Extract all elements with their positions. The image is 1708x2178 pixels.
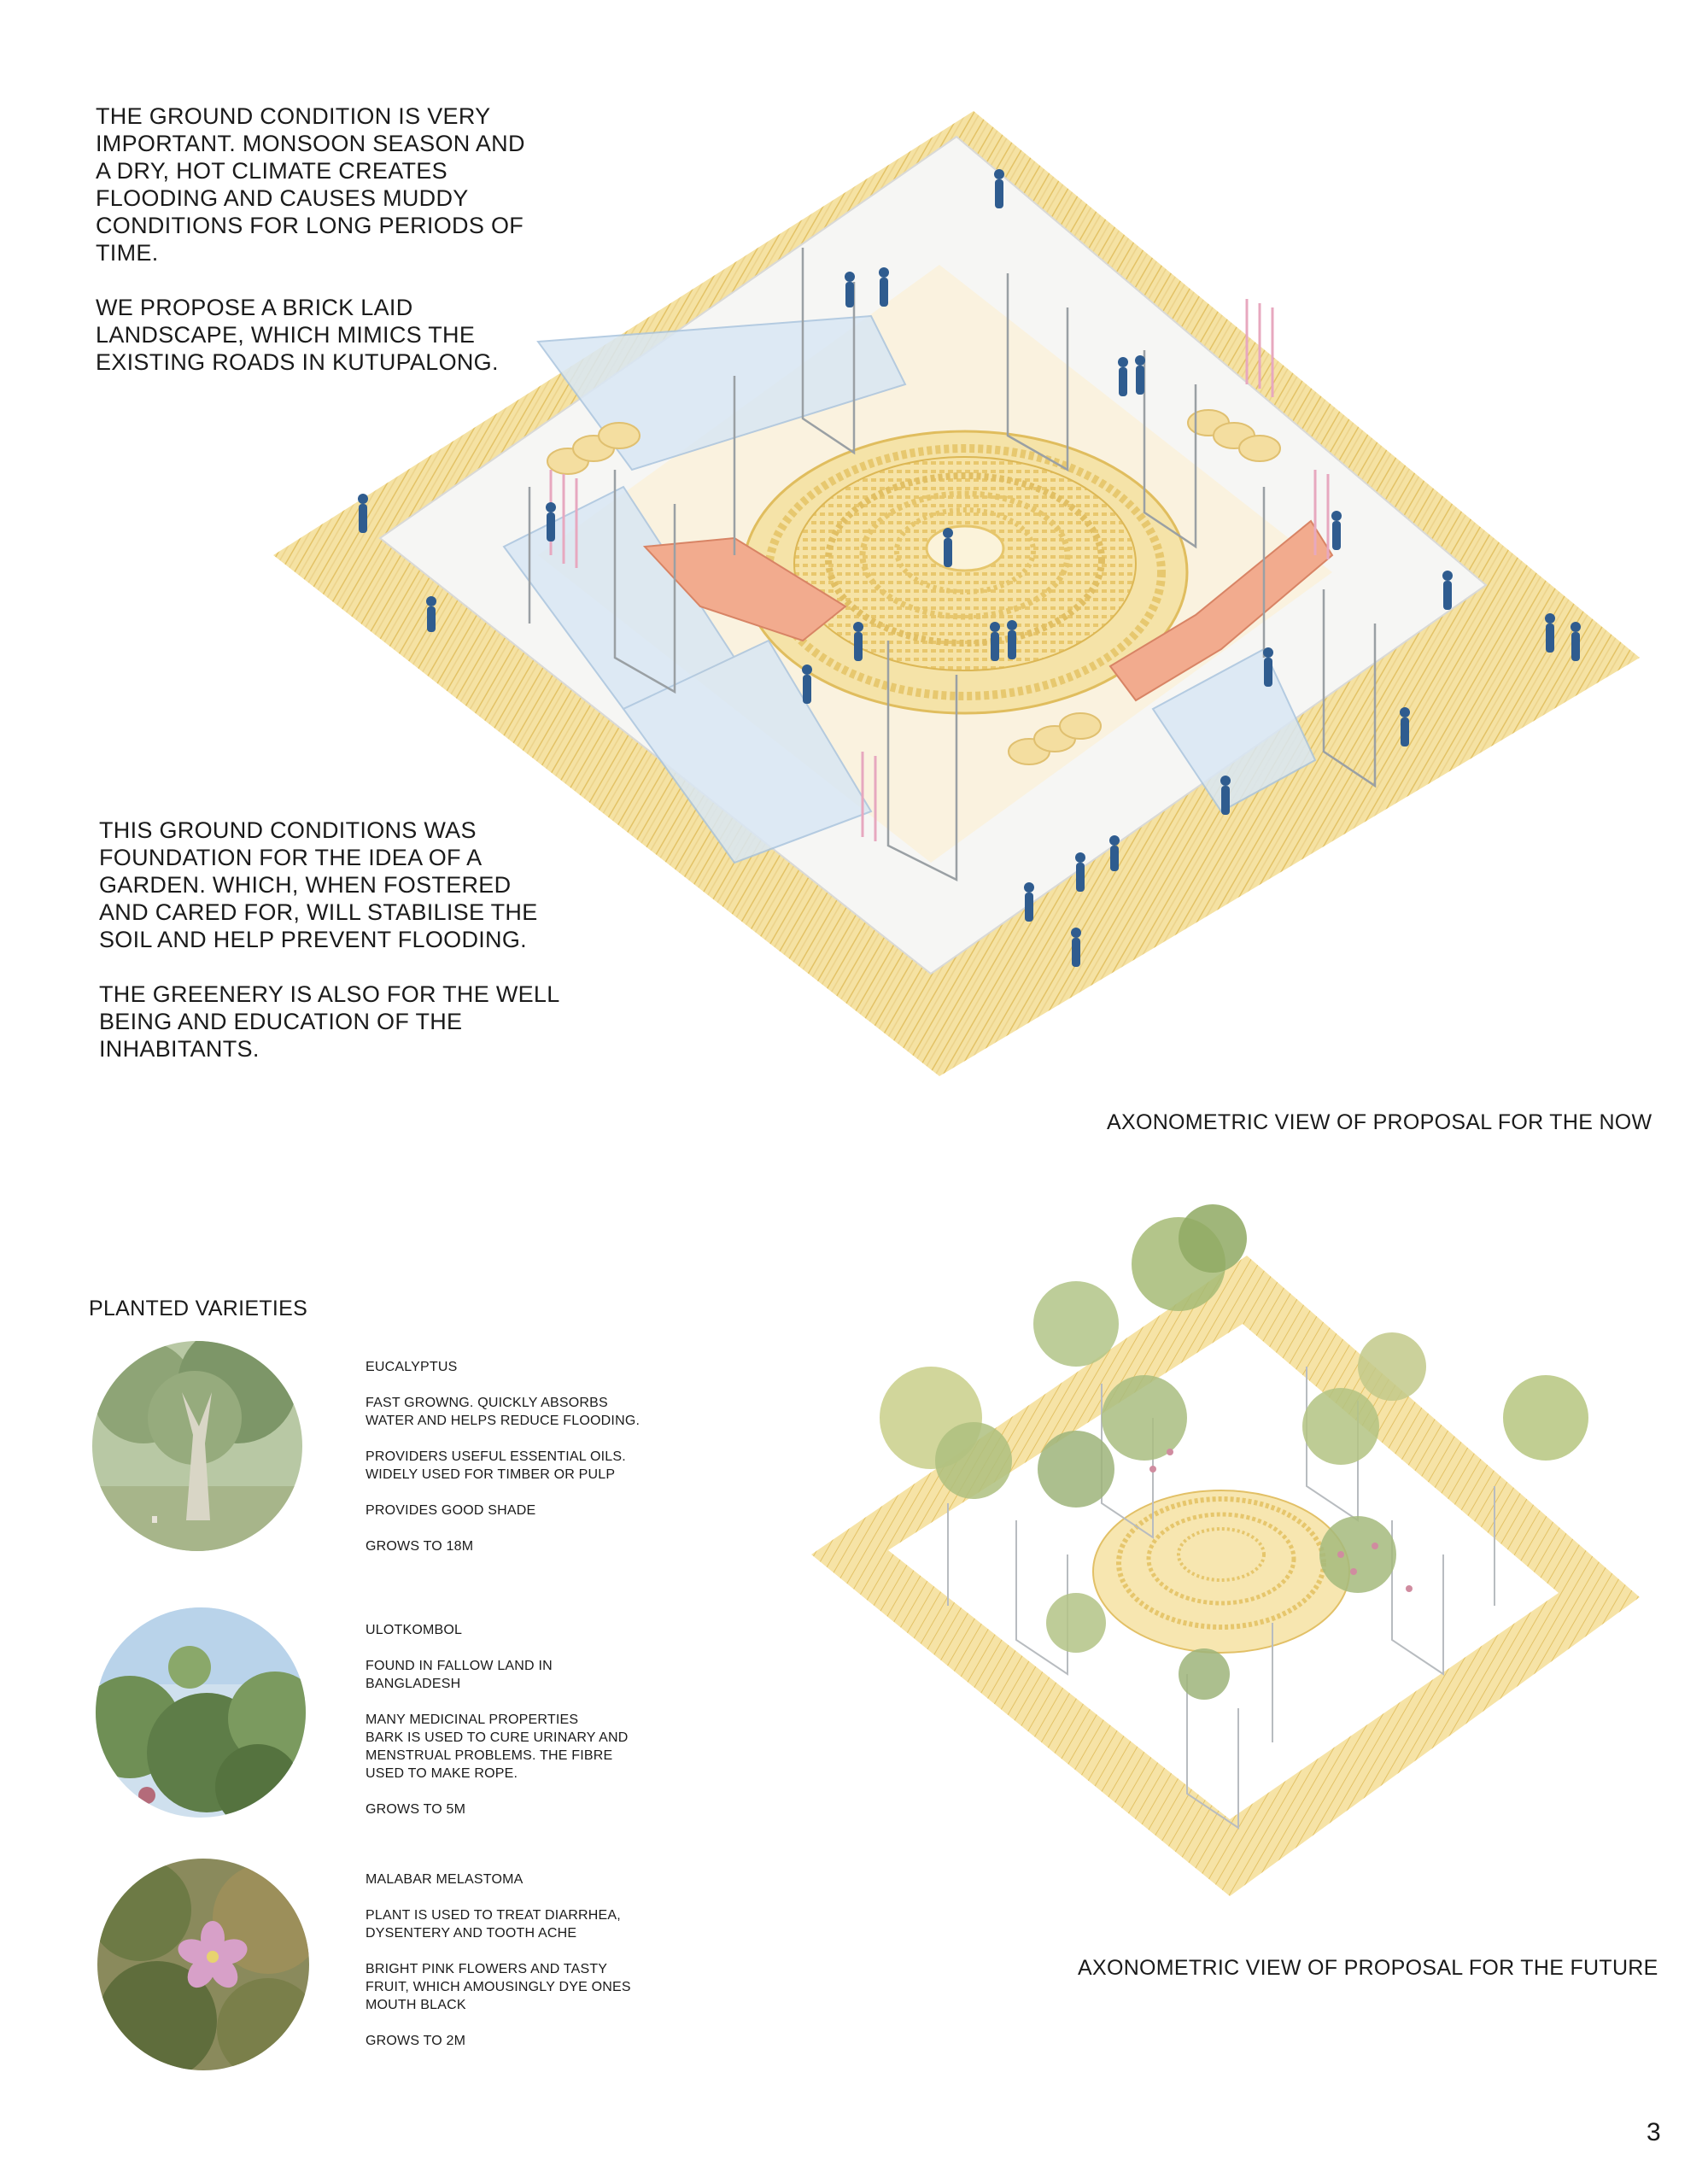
axonometric-now-drawing	[273, 111, 1640, 1076]
axonometric-future-drawing	[811, 1204, 1640, 1896]
eucalyptus-info: EUCALYPTUS FAST GROWNG. QUICKLY ABSORBS …	[366, 1358, 673, 1573]
eucalyptus-line-4: GROWS TO 18M	[366, 1539, 474, 1554]
malabar-line-1: PLANT IS USED TO TREAT DIARRHEA, DYSENTE…	[366, 1908, 621, 1941]
intro-paragraph-2: WE PROPOSE A BRICK LAID LANDSCAPE, WHICH…	[96, 295, 499, 375]
caption-now: AXONOMETRIC VIEW OF PROPOSAL FOR THE NOW	[1107, 1110, 1652, 1134]
flowers-future	[1149, 1449, 1413, 1592]
page-number: 3	[1647, 2118, 1661, 2146]
eucalyptus-line-2: PROVIDERS USEFUL ESSENTIAL OILS. WIDELY …	[366, 1449, 626, 1482]
ulotkombol-name: ULOTKOMBOL	[366, 1623, 463, 1637]
foundation-text: THIS GROUND CONDITIONS WAS FOUNDATION FO…	[99, 817, 560, 1090]
malabar-melastoma-photo	[97, 1859, 309, 2070]
planting-frames-now	[549, 299, 1330, 841]
ulotkombol-info: ULOTKOMBOL FOUND IN FALLOW LAND IN BANGL…	[366, 1621, 673, 1836]
malabar-line-3: GROWS TO 2M	[366, 2034, 466, 2048]
eucalyptus-photo	[92, 1341, 302, 1551]
intro-paragraph-1: THE GROUND CONDITION IS VERY IMPORTANT. …	[96, 103, 525, 266]
malabar-name: MALABAR MELASTOMA	[366, 1872, 524, 1887]
ulotkombol-line-3: GROWS TO 5M	[366, 1802, 466, 1817]
people-figures-now	[358, 169, 1581, 967]
foundation-paragraph-1: THIS GROUND CONDITIONS WAS FOUNDATION FO…	[99, 817, 538, 952]
eucalyptus-line-3: PROVIDES GOOD SHADE	[366, 1503, 536, 1518]
canopies-now	[502, 314, 1317, 864]
eucalyptus-line-1: FAST GROWNG. QUICKLY ABSORBS WATER AND H…	[366, 1396, 640, 1428]
trees-future	[880, 1204, 1588, 1700]
ulotkombol-line-1: FOUND IN FALLOW LAND IN BANGLADESH	[366, 1659, 553, 1691]
ulotkombol-line-2: MANY MEDICINAL PROPERTIES BARK IS USED T…	[366, 1713, 629, 1781]
bolster-rows-now	[547, 409, 1281, 765]
caption-future: AXONOMETRIC VIEW OF PROPOSAL FOR THE FUT…	[1078, 1956, 1658, 1980]
ulotkombol-photo	[96, 1607, 306, 1818]
foundation-paragraph-2: THE GREENERY IS ALSO FOR THE WELL BEING …	[99, 981, 560, 1062]
malabar-line-2: BRIGHT PINK FLOWERS AND TASTY FRUIT, WHI…	[366, 1962, 631, 2012]
malabar-melastoma-info: MALABAR MELASTOMA PLANT IS USED TO TREAT…	[366, 1871, 673, 2068]
seating-arcs-now	[642, 519, 1334, 702]
bamboo-frames-now	[528, 248, 1377, 882]
central-rings-future	[1092, 1490, 1350, 1654]
eucalyptus-name: EUCALYPTUS	[366, 1360, 458, 1374]
planted-varieties-title: PLANTED VARIETIES	[89, 1297, 308, 1320]
intro-text: THE GROUND CONDITION IS VERY IMPORTANT. …	[96, 102, 525, 403]
